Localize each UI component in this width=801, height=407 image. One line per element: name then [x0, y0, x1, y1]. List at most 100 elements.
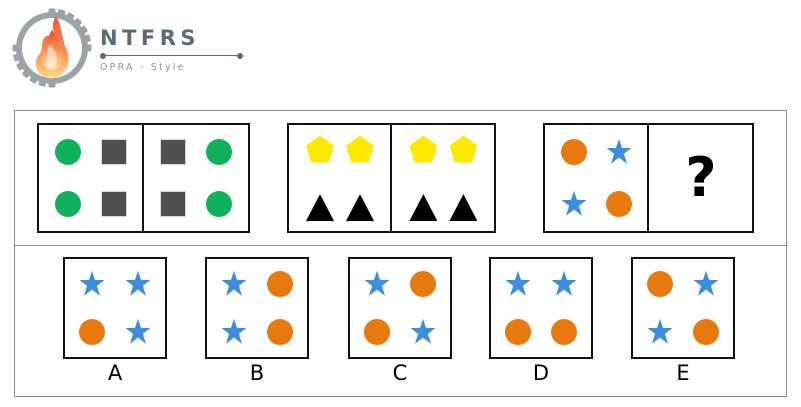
answer-option-e-box[interactable]: [631, 257, 735, 359]
circle-orange-icon: [693, 319, 719, 345]
stimulus-group-3: ?: [543, 123, 755, 233]
slot-top-left: [644, 268, 676, 300]
brand-subtitle: OPRA - Style: [100, 62, 186, 73]
answer-option-e[interactable]: E: [631, 257, 739, 386]
slot-bottom-left: [76, 316, 108, 348]
triangle-black-icon: [346, 194, 374, 221]
answer-option-e-label: E: [676, 361, 690, 385]
rule-line: [103, 55, 240, 57]
brand-wordmark: NTFRS OPRA - Style: [100, 27, 260, 77]
star-blue-icon: [606, 139, 632, 164]
slot-bottom-left: [218, 316, 250, 348]
slot-bottom-right: [122, 316, 154, 348]
slot-top-left: [361, 268, 393, 300]
stimulus-cell-2a: [287, 123, 393, 233]
star-blue-icon: [364, 271, 390, 296]
square-gray-icon: [160, 139, 187, 165]
pentagon-yellow-icon: [306, 135, 334, 163]
brand-rule: [100, 52, 243, 59]
stimulus-group-2: [287, 123, 497, 233]
triangle-black-icon: [409, 194, 438, 221]
answer-option-d[interactable]: D: [489, 257, 597, 386]
slot-bottom-right: [548, 316, 580, 348]
answer-option-c-label: C: [392, 361, 408, 385]
pentagon-yellow-icon: [409, 135, 438, 163]
circle-orange-icon: [551, 319, 577, 345]
circle-orange-icon: [79, 319, 105, 345]
star-blue-icon: [647, 319, 673, 344]
slot-bottom-right: [446, 191, 480, 223]
stimulus-cell-2b: [390, 123, 497, 233]
answer-options-row: A B C: [15, 245, 786, 396]
slot-top-right: [548, 268, 580, 300]
slot-bottom-right: [343, 191, 377, 223]
slot-bottom-left: [51, 187, 85, 221]
stimulus-cell-1b: [142, 123, 251, 233]
slot-top-right: [446, 133, 480, 165]
slot-top-right: [97, 135, 131, 169]
star-blue-icon: [125, 271, 151, 296]
slot-top-left: [557, 135, 591, 169]
slot-bottom-right: [407, 316, 439, 348]
circle-orange-icon: [505, 319, 531, 345]
answer-option-c[interactable]: C: [348, 257, 456, 386]
answer-option-b-label: B: [249, 361, 265, 385]
answer-option-c-box[interactable]: [348, 257, 452, 359]
slot-top-left: [76, 268, 108, 300]
slot-bottom-right: [602, 187, 636, 221]
slot-top-left: [51, 135, 85, 169]
slot-top-right: [343, 133, 377, 165]
stimulus-cell-3b-unknown: ?: [647, 123, 755, 233]
gear-flame-logo-icon: [12, 8, 92, 88]
star-blue-icon: [561, 191, 587, 216]
stimulus-cell-1a: [37, 123, 145, 233]
brand-title: NTFRS: [100, 26, 201, 50]
pentagon-yellow-icon: [346, 135, 374, 163]
slot-bottom-right: [690, 316, 722, 348]
circle-orange-icon: [410, 271, 436, 297]
slot-top-right: [407, 268, 439, 300]
slot-bottom-left: [303, 191, 337, 223]
stimulus-group-1: [37, 123, 251, 233]
slot-top-right: [264, 268, 296, 300]
slot-bottom-right: [202, 187, 236, 221]
answer-option-b-box[interactable]: [205, 257, 309, 359]
star-blue-icon: [125, 319, 151, 344]
slot-bottom-left: [406, 191, 440, 223]
star-blue-icon: [693, 271, 719, 296]
circle-orange-icon: [606, 191, 632, 217]
circle-green-icon: [55, 139, 81, 165]
slot-top-left: [303, 133, 337, 165]
circle-green-icon: [206, 139, 233, 165]
slot-top-left: [218, 268, 250, 300]
answer-option-d-label: D: [532, 361, 550, 385]
circle-green-icon: [55, 191, 81, 217]
slot-top-right: [122, 268, 154, 300]
circle-orange-icon: [561, 139, 587, 165]
answer-option-a[interactable]: A: [63, 257, 171, 386]
slot-bottom-right: [264, 316, 296, 348]
slot-top-right: [690, 268, 722, 300]
star-blue-icon: [79, 271, 105, 296]
square-gray-icon: [101, 191, 127, 217]
answer-option-d-box[interactable]: [489, 257, 593, 359]
slot-top-left: [156, 135, 190, 169]
slot-bottom-left: [557, 187, 591, 221]
slot-bottom-left: [502, 316, 534, 348]
frame-divider: [15, 245, 786, 246]
square-gray-icon: [101, 139, 127, 165]
triangle-black-icon: [306, 194, 334, 221]
puzzle-frame: ? A B: [14, 110, 787, 397]
square-gray-icon: [160, 191, 187, 217]
answer-option-b[interactable]: B: [205, 257, 313, 386]
answer-option-a-box[interactable]: [63, 257, 167, 359]
slot-bottom-left: [644, 316, 676, 348]
star-blue-icon: [410, 319, 436, 344]
star-blue-icon: [221, 271, 247, 296]
question-mark: ?: [685, 146, 717, 209]
circle-orange-icon: [647, 271, 673, 297]
circle-green-icon: [206, 191, 233, 217]
pentagon-yellow-icon: [449, 135, 478, 163]
rule-dot-right-icon: [237, 52, 243, 59]
answer-option-a-label: A: [107, 361, 123, 385]
